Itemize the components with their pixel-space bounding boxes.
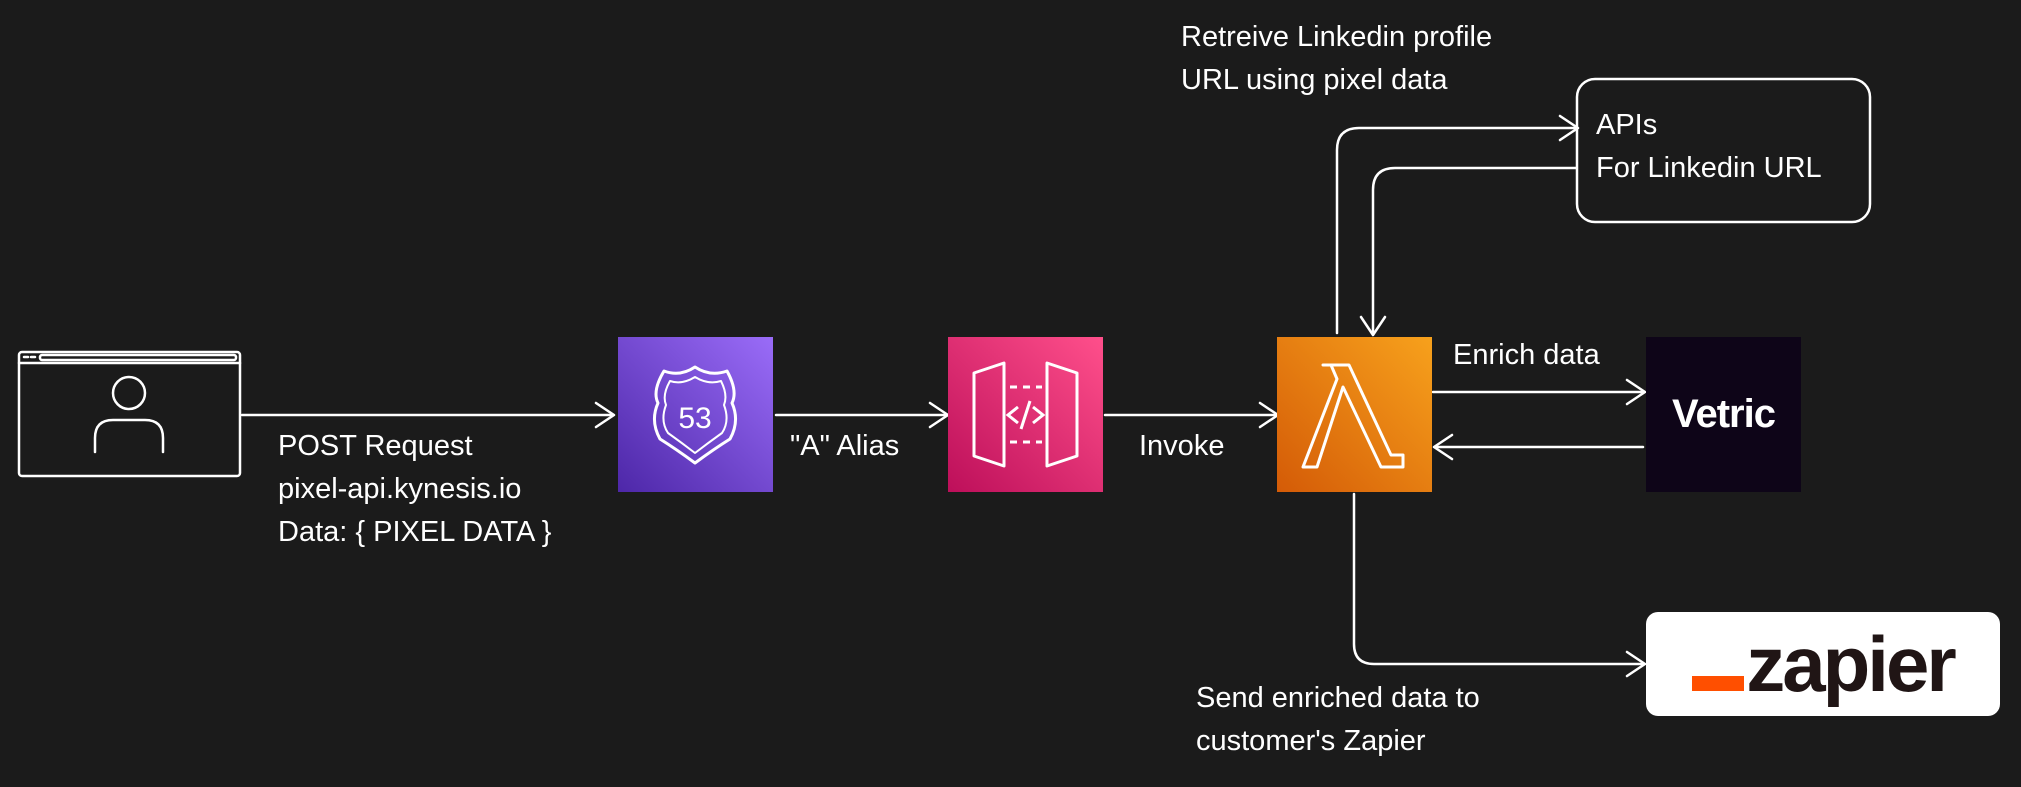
post-request-line1: POST Request	[278, 430, 473, 462]
invoke-label: Invoke	[1139, 430, 1225, 462]
api-gateway-icon	[948, 337, 1103, 492]
arrowhead-enrich	[1625, 378, 1647, 406]
route53-number: 53	[678, 402, 711, 435]
post-request-line2: pixel-api.kynesis.io	[278, 473, 522, 505]
lambda-icon	[1277, 337, 1432, 492]
arrowhead-from-apis	[1359, 315, 1387, 337]
alias-label: "A" Alias	[790, 430, 900, 462]
post-request-label: POST Request pixel-api.kynesis.io Data: …	[278, 425, 552, 554]
apis-line2: For Linkedin URL	[1596, 152, 1822, 184]
enrich-label: Enrich data	[1453, 339, 1600, 371]
post-request-line3: Data: { PIXEL DATA }	[278, 516, 552, 548]
zapier-node: zapier	[1646, 612, 2000, 716]
route53-node: 53	[618, 337, 773, 492]
api-gateway-node	[948, 337, 1103, 492]
arrow-from-apis	[1371, 166, 1578, 335]
arrowhead-enrich-return	[1432, 433, 1454, 461]
retrieve-line2: URL using pixel data	[1181, 64, 1448, 96]
vetric-logo: Vetric	[1672, 392, 1776, 436]
arrowhead-send-zapier	[1625, 650, 1647, 678]
arrow-to-apis	[1335, 126, 1578, 335]
arrow-send-zapier	[1352, 492, 1645, 666]
apis-label: APIs For Linkedin URL	[1596, 104, 1822, 190]
send-zapier-line1: Send enriched data to	[1196, 682, 1480, 714]
zapier-underscore-icon	[1692, 675, 1745, 691]
user-browser-icon	[17, 350, 242, 478]
send-zapier-label: Send enriched data to customer's Zapier	[1196, 677, 1480, 763]
apis-box	[1575, 77, 1872, 224]
vetric-node: Vetric	[1646, 337, 1801, 492]
zapier-logo: zapier	[1746, 620, 1956, 708]
route53-icon: 53	[618, 337, 773, 492]
retrieve-label: Retreive Linkedin profile URL using pixe…	[1181, 16, 1492, 102]
arrowhead-post-request	[594, 401, 616, 429]
retrieve-line1: Retreive Linkedin profile	[1181, 21, 1493, 53]
apis-line1: APIs	[1596, 109, 1658, 141]
send-zapier-line2: customer's Zapier	[1196, 725, 1426, 757]
lambda-node	[1277, 337, 1432, 492]
